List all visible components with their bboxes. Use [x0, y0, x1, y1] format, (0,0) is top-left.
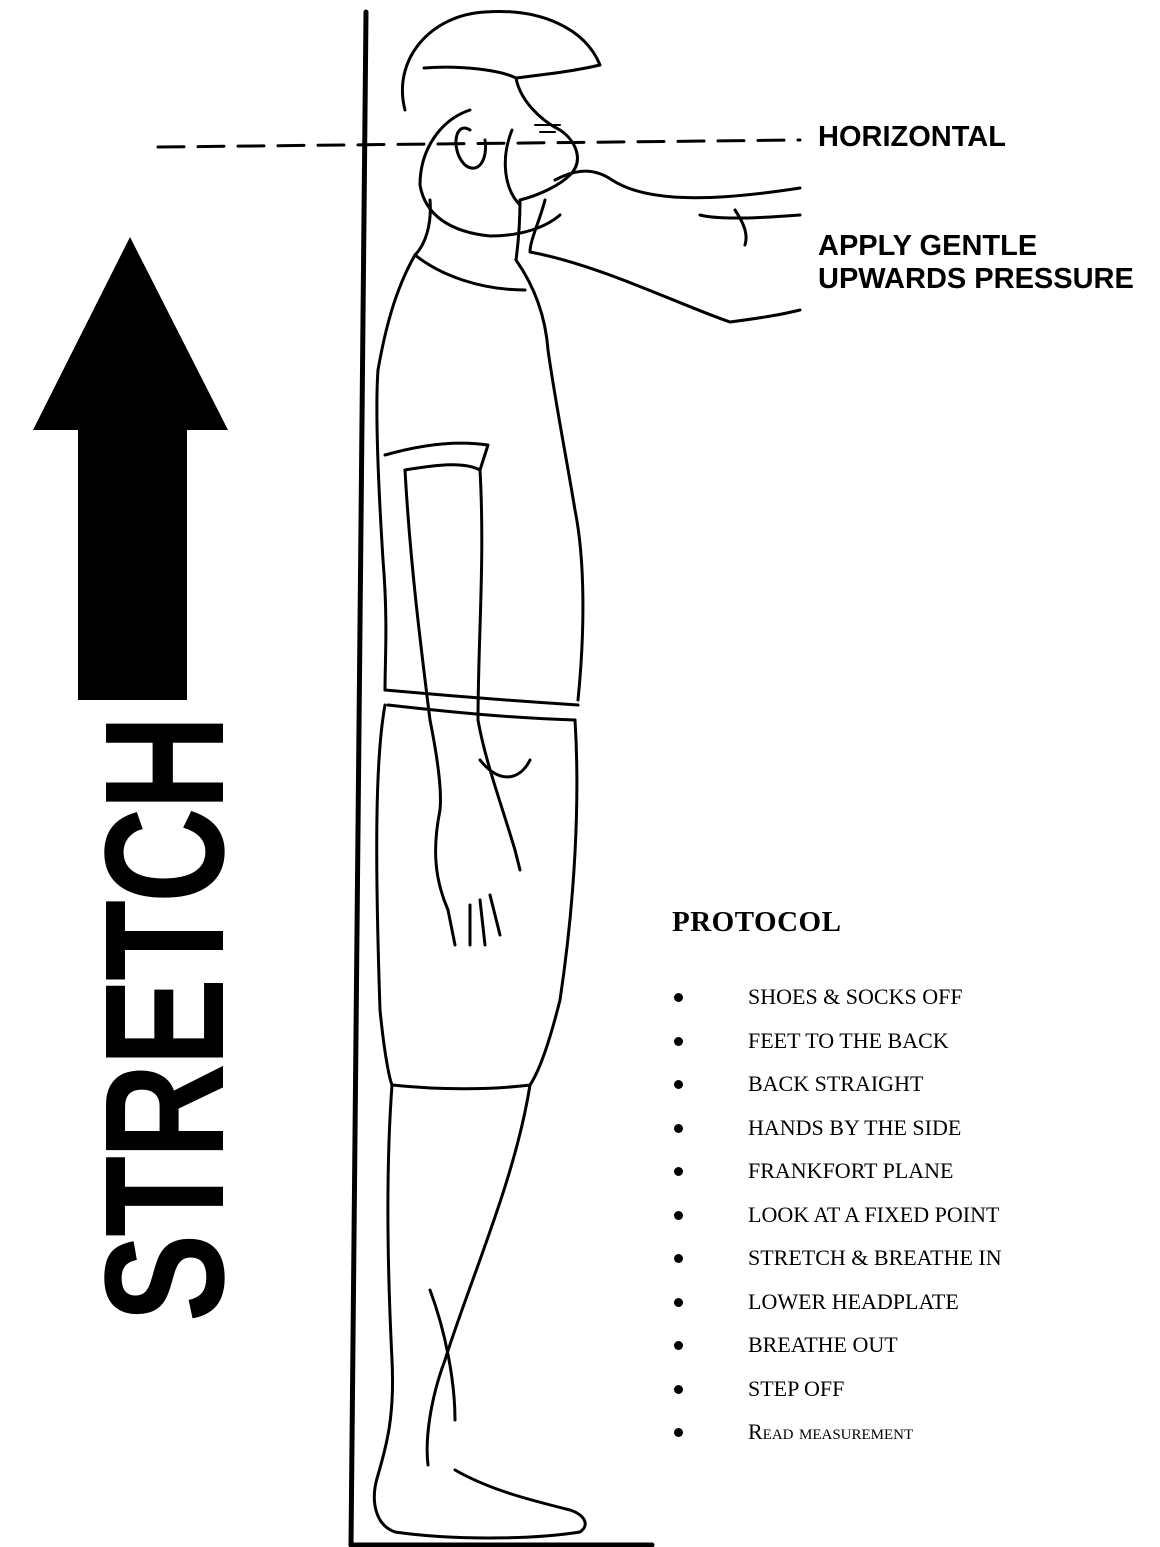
protocol-item: FEET TO THE BACK	[672, 1019, 1002, 1063]
horizontal-label: HORIZONTAL	[818, 121, 1006, 154]
protocol-item: LOOK AT A FIXED POINT	[672, 1193, 1002, 1237]
protocol-title: PROTOCOL	[672, 906, 1002, 939]
protocol-item: HANDS BY THE SIDE	[672, 1106, 1002, 1150]
person-figure	[374, 11, 600, 1538]
protocol-panel: PROTOCOL SHOES & SOCKS OFF FEET TO THE B…	[672, 906, 1002, 1454]
protocol-item: Read measurement	[672, 1410, 1002, 1454]
protocol-item: STEP OFF	[672, 1367, 1002, 1411]
protocol-item: BACK STRAIGHT	[672, 1062, 1002, 1106]
protocol-item: SHOES & SOCKS OFF	[672, 975, 1002, 1019]
stretch-arrow-icon	[33, 237, 228, 700]
protocol-item: FRANKFORT PLANE	[672, 1149, 1002, 1193]
protocol-item: LOWER HEADPLATE	[672, 1280, 1002, 1324]
protocol-item: STRETCH & BREATHE IN	[672, 1236, 1002, 1280]
pressure-label: APPLY GENTLE UPWARDS PRESSURE	[818, 230, 1158, 296]
protocol-item: BREATHE OUT	[672, 1323, 1002, 1367]
horizontal-dashed-line	[158, 140, 800, 147]
stretch-word: STRETCH	[80, 718, 250, 1322]
protocol-list: SHOES & SOCKS OFF FEET TO THE BACK BACK …	[672, 975, 1002, 1454]
stadiometer-board	[351, 12, 366, 1545]
